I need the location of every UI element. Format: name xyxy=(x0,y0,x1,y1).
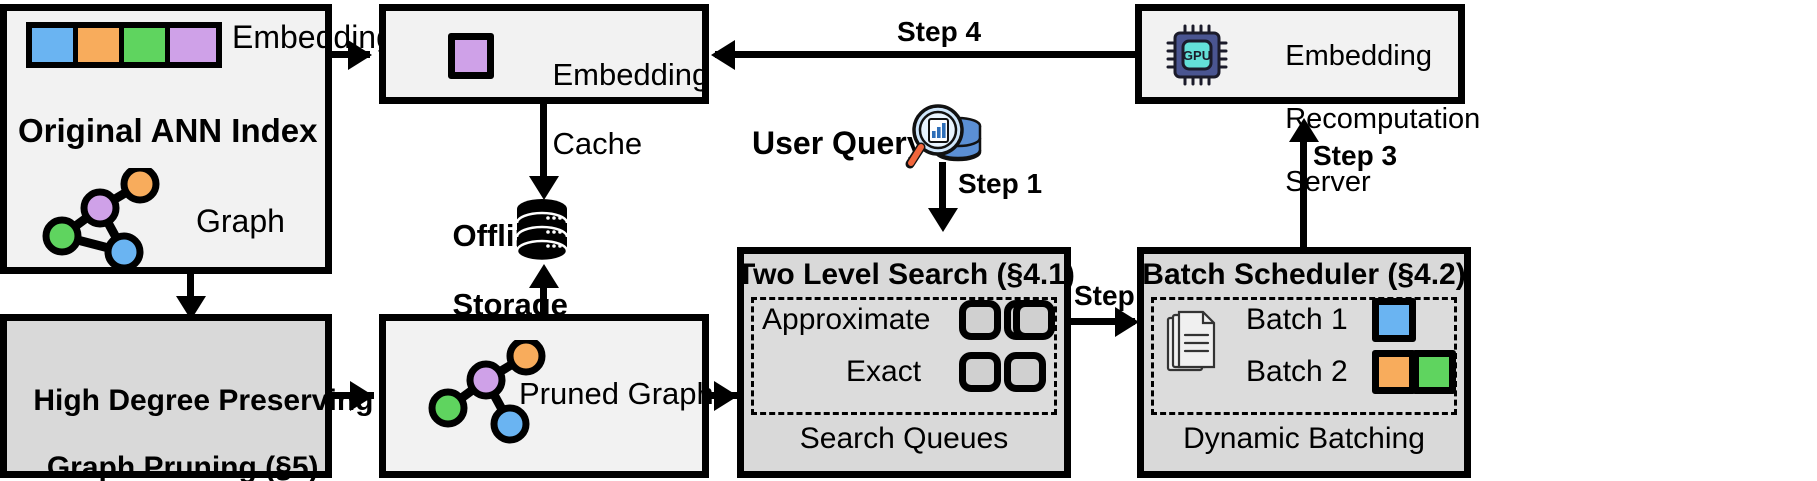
step-3-label: Step 3 xyxy=(1313,140,1398,171)
pruned-graph-label: Pruned Graph xyxy=(519,376,714,411)
recomputation-server-label: Embedding Recomputation Server xyxy=(1253,10,1480,229)
embedding-cache-label-line1: Embedding xyxy=(552,56,710,92)
gpu-chip-icon: GPU xyxy=(1166,24,1228,86)
search-slot-approx-1 xyxy=(959,300,1001,340)
search-row-label-exact: Exact xyxy=(846,355,922,388)
embedding-cache-label-line2: Cache xyxy=(552,126,643,162)
user-query-label: User Query xyxy=(752,125,925,161)
embedding-cell-purple xyxy=(170,28,216,62)
search-database-icon xyxy=(905,104,982,169)
arrow-head-step3 xyxy=(1289,118,1319,142)
arrow-line-step3 xyxy=(1300,130,1307,247)
graph-pruning-line1: High Degree Preserving xyxy=(33,383,374,417)
arrow-line-ann-to-pruning xyxy=(187,274,194,308)
graph-pruning-box xyxy=(0,314,332,478)
two-level-search-title: Two Level Search (§4.1) xyxy=(737,258,1075,291)
embedding-cell-blue xyxy=(32,28,78,62)
embedding-cache-swatch xyxy=(448,33,494,79)
arrow-head-pruned-to-search xyxy=(714,381,738,411)
step-4-label: Step 4 xyxy=(897,16,982,47)
recomputation-server-line1: Embedding xyxy=(1285,40,1432,73)
recomputation-server-line2: Recomputation xyxy=(1285,102,1481,135)
arrow-head-ann-to-cache xyxy=(348,40,372,70)
arrow-head-step2 xyxy=(1115,307,1139,337)
arrow-line-step2 xyxy=(1071,318,1135,325)
search-slot-exact-2 xyxy=(1004,352,1046,392)
database-icon xyxy=(516,199,568,263)
pruned-graph-visual xyxy=(428,340,546,444)
embedding-cell-green xyxy=(124,28,170,62)
dynamic-batching-footer: Dynamic Batching xyxy=(1183,422,1425,455)
step-1-label: Step 1 xyxy=(958,168,1043,199)
embedding-cache-label: Embedding Cache xyxy=(518,23,709,197)
arrow-line-step4 xyxy=(715,51,1135,58)
graph-label: Graph xyxy=(196,203,285,239)
batch-2-item-orange xyxy=(1372,350,1416,394)
arrow-line-pruned-to-storage xyxy=(540,276,547,320)
batch-1-item-blue xyxy=(1372,298,1416,342)
embedding-cell-orange xyxy=(78,28,124,62)
recomputation-server-line3: Server xyxy=(1285,165,1371,198)
arrow-line-cache-to-storage xyxy=(540,104,547,186)
arrow-head-query-to-search xyxy=(928,208,958,232)
search-slot-approx-3 xyxy=(1013,300,1055,340)
embedding-cache-box xyxy=(379,4,709,104)
arrow-head-step4 xyxy=(711,40,735,70)
arrow-head-pruning-to-pruned xyxy=(350,381,374,411)
graph-pruning-line2: Graph Pruning (§5) xyxy=(46,450,319,481)
arrow-head-pruned-to-storage xyxy=(529,264,559,288)
original-ann-index-title: Original ANN Index xyxy=(18,112,318,149)
ann-index-graph xyxy=(42,168,160,272)
graph-pruning-label: High Degree Preserving Graph Pruning (§5… xyxy=(0,350,373,481)
batch-2-label: Batch 2 xyxy=(1246,355,1348,388)
batch-1-label: Batch 1 xyxy=(1246,303,1348,336)
arrow-line-query-to-search xyxy=(939,162,946,218)
search-row-label-approximate: Approximate xyxy=(762,303,931,336)
batch-2-item-green xyxy=(1412,350,1456,394)
search-queues-footer: Search Queues xyxy=(799,422,1009,455)
documents-icon xyxy=(1166,310,1216,372)
embedding-strip xyxy=(26,22,222,68)
search-slot-exact-1 xyxy=(959,352,1001,392)
gpu-chip-icon-text: GPU xyxy=(1183,48,1211,63)
arrow-head-cache-to-storage xyxy=(529,176,559,200)
batch-scheduler-title: Batch Scheduler (§4.2) xyxy=(1142,258,1466,291)
